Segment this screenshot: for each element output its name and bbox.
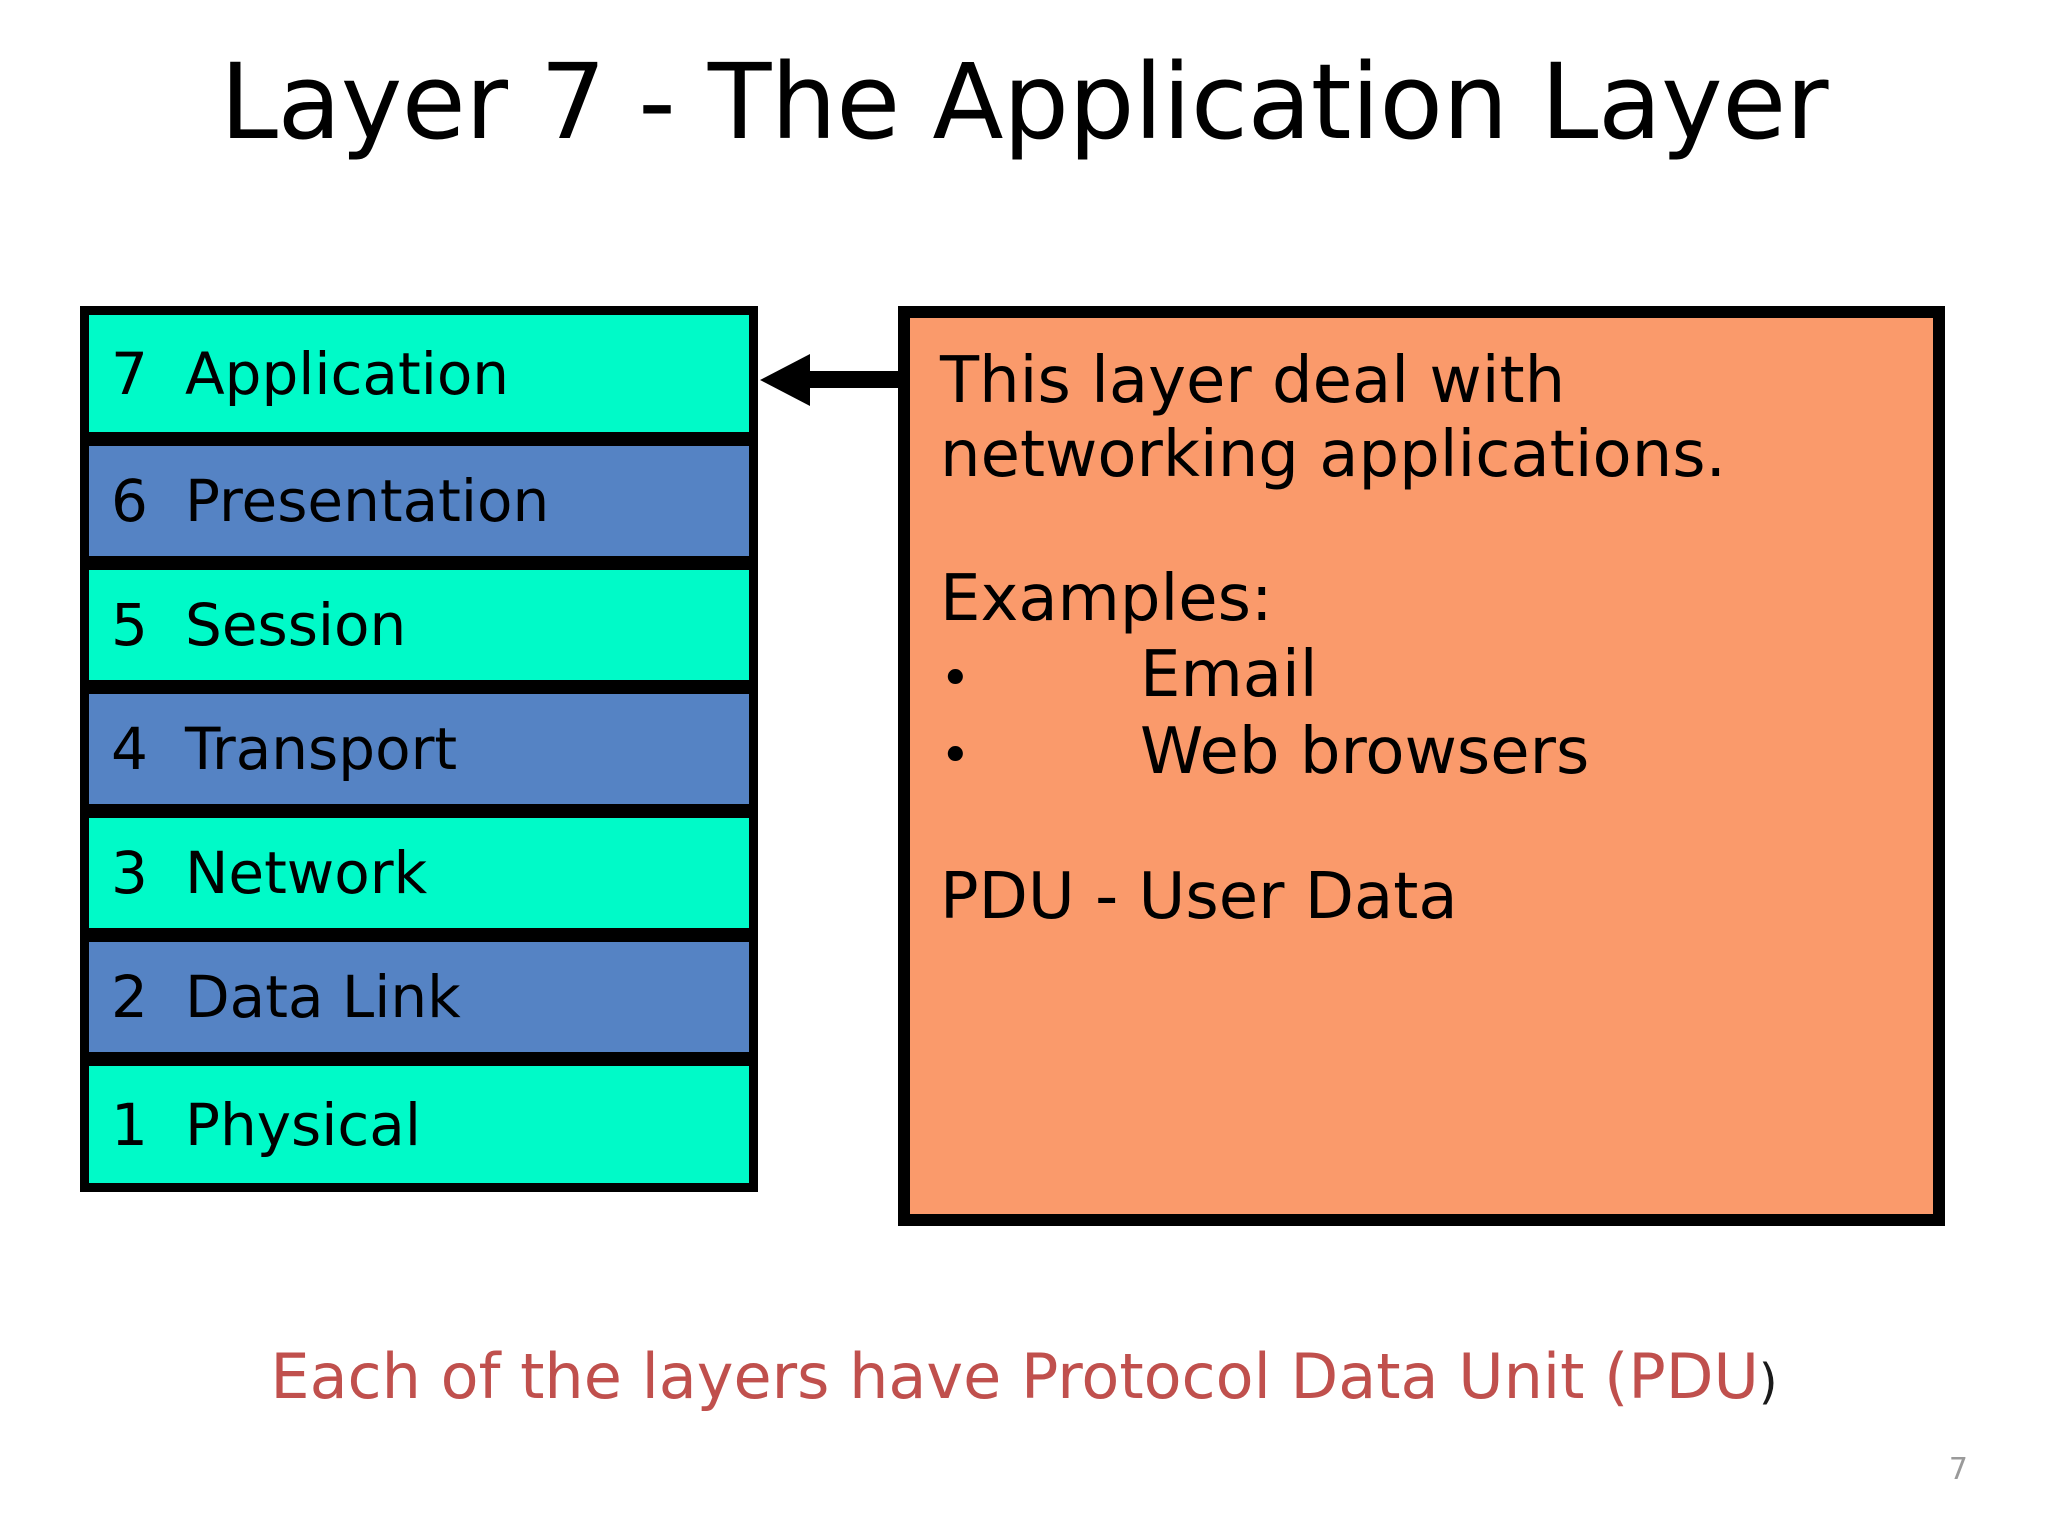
layer-row-transport[interactable]: 4 Transport: [89, 687, 749, 811]
list-item: • Email: [940, 637, 1903, 714]
layer-number: 7: [111, 339, 148, 408]
layer-number: 6: [111, 467, 148, 535]
callout-description-line-2: networking applications.: [940, 418, 1726, 493]
layer-number: 3: [111, 839, 148, 907]
layer-row-application[interactable]: 7 Application: [89, 315, 749, 439]
page-title: Layer 7 - The Application Layer: [220, 41, 1828, 163]
callout-pdu-line: PDU - User Data: [940, 860, 1458, 935]
arrow-left-icon: [760, 354, 908, 406]
osi-layer-stack: 7 Application 6 Presentation 5 Session 4…: [80, 306, 758, 1192]
bottom-caption: Each of the layers have Protocol Data Un…: [0, 1340, 2048, 1413]
layer-row-physical[interactable]: 1 Physical: [89, 1059, 749, 1183]
layer-label: Data Link: [185, 963, 461, 1031]
layer-row-network[interactable]: 3 Network: [89, 811, 749, 935]
callout-description-line-1: This layer deal with: [940, 344, 1566, 418]
callout-spacer: [940, 790, 1903, 860]
layer-number: 5: [111, 591, 148, 659]
list-item-label: Email: [1140, 637, 1318, 712]
list-item: • Web browsers: [940, 714, 1903, 791]
callout-examples-heading: Examples:: [940, 562, 1273, 637]
layer-label: Transport: [185, 715, 458, 783]
callout-box: This layer deal with networking applicat…: [898, 306, 1945, 1226]
layer-label: Physical: [185, 1090, 421, 1159]
layer-row-data-link[interactable]: 2 Data Link: [89, 935, 749, 1059]
layer-label: Application: [185, 339, 510, 408]
layer-row-session[interactable]: 5 Session: [89, 563, 749, 687]
caption-close-paren: ): [1758, 1354, 1778, 1410]
caption-main-text: Each of the layers have Protocol Data Un…: [270, 1340, 1759, 1413]
layer-number: 4: [111, 715, 148, 783]
layer-label: Session: [185, 591, 407, 659]
bullet-dot-icon: •: [940, 725, 971, 786]
callout-spacer: [940, 492, 1903, 562]
bullet-dot-icon: •: [940, 648, 971, 709]
page-number: 7: [1948, 1452, 1968, 1487]
layer-number: 1: [111, 1090, 148, 1159]
layer-row-presentation[interactable]: 6 Presentation: [89, 439, 749, 563]
list-item-label: Web browsers: [1140, 714, 1590, 789]
layer-label: Network: [185, 839, 428, 907]
layer-number: 2: [111, 963, 148, 1031]
layer-label: Presentation: [185, 467, 550, 535]
